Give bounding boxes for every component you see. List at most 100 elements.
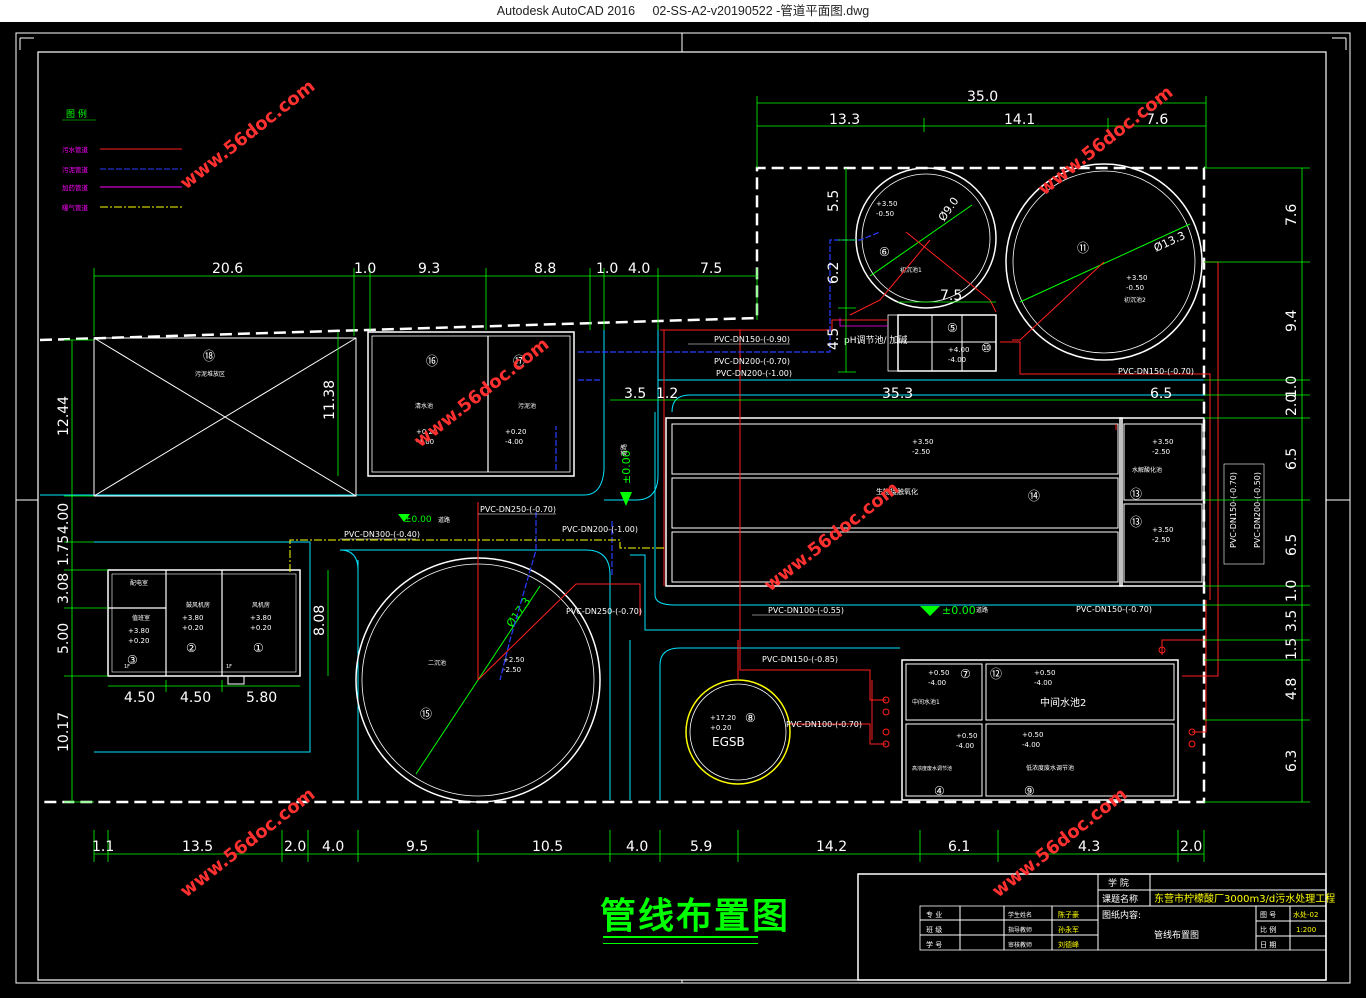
tb-scale-value: 1:200 <box>1296 926 1316 934</box>
tank-6-name: 初沉池1 <box>900 266 922 274</box>
dim-right-8: 1.5 <box>1284 638 1300 660</box>
tank-11-primary: ⑪ +3.50 -0.50 初沉池2 Ø13.3 <box>1005 163 1203 361</box>
cad-drawing[interactable]: 图 例 污水管道 污泥管道 加药管道 曝气管道 ⑱ 污泥堆放区 <box>0 22 1366 994</box>
dim-misc-45: 4.5 <box>826 328 842 350</box>
dim-misc-35: 3.5 <box>624 386 646 402</box>
tank-4-elev-top: +0.50 <box>956 732 977 740</box>
dim-misc-12: 1.2 <box>656 386 678 402</box>
tank-9-elev-top: +0.50 <box>1022 731 1043 739</box>
legend-label-1: 污泥管道 <box>62 165 89 174</box>
tank-14-bio-oxidation: +3.50 -2.50 生物接触氧化 ⑭ <box>665 417 1123 587</box>
tank-13a-elev-top: +3.50 <box>1152 438 1173 446</box>
tank-17-elev-bot: -4.00 <box>505 438 523 446</box>
tank-10-elev-top: +4.00 <box>948 346 969 354</box>
tank-15-diameter: Ø17.3 <box>504 595 534 630</box>
tank-7-elev-top: +0.50 <box>928 669 949 677</box>
road-label-c: 道路 <box>976 606 988 614</box>
outer-frame <box>15 32 1351 984</box>
tb-content-value: 管线布置图 <box>1154 929 1199 941</box>
dim-left-top-2: 9.3 <box>418 261 440 277</box>
dim-bottom-11: 2.0 <box>1180 839 1202 855</box>
tank-13-hydrolysis: +3.50 -2.50 水解酸化池 ⑬ ⑬ +3.50 -2.50 <box>1119 417 1205 587</box>
tb-drawing-no-value: 水处-02 <box>1293 910 1318 919</box>
room-d-name: 风机房 <box>252 601 270 609</box>
tb-student-id-label: 学 号 <box>926 940 942 949</box>
bldg-3-elev-bot: +0.20 <box>128 637 149 645</box>
structure-14-label: ⑭ <box>1028 489 1040 503</box>
title-block: 学 院 课题名称 东营市柠檬酸厂3000m3/d污水处理工程 图纸内容: 管线布… <box>857 873 1335 981</box>
watermark-1: www.56doc.com <box>176 76 319 194</box>
air-pipes <box>289 539 666 572</box>
structure-18-label: ⑱ <box>203 349 215 363</box>
dimension-lines <box>64 96 1310 862</box>
dim-left-2: 1.75 <box>56 535 72 566</box>
pipe-label-6: PVC-DN200-(-1.00) <box>562 525 638 534</box>
tanks-7-12-4-9: +0.50 -4.00 ⑦ 中间水池1 ⑫ +0.50 -4.00 中间水池2 … <box>882 646 1196 801</box>
tank-17-name: 污泥池 <box>518 402 536 410</box>
tank-16-elev-top: +0.20 <box>416 428 437 436</box>
tb-date-label: 日 期 <box>1260 941 1276 949</box>
tank-12-elev-bot: -4.00 <box>1034 679 1052 687</box>
structure-16-label: ⑯ <box>426 354 438 368</box>
room-b-name: 值班室 <box>132 614 150 622</box>
dim-misc-353: 35.3 <box>882 386 913 402</box>
pipe-labels: PVC-DN150-(-0.90) PVC-DN200-(-0.70) PVC-… <box>340 335 1265 729</box>
dim-left-top-1: 1.0 <box>354 261 376 277</box>
ph-tank-name: pH调节池/ 加碱 <box>844 334 907 346</box>
tank-15-elev-top: +2.50 <box>503 656 524 664</box>
tb-content-label: 图纸内容: <box>1102 909 1141 921</box>
structure-3-label: ③ <box>127 653 138 667</box>
window-title-bar: Autodesk AutoCAD 2016 02-SS-A2-v20190522… <box>0 0 1366 22</box>
structure-4-label: ④ <box>934 784 945 798</box>
tank-13a-elev-bot: -2.50 <box>1152 448 1170 456</box>
tank-6-diameter: Ø9.0 <box>936 195 962 224</box>
bldg-3-elev-top: +3.80 <box>128 627 149 635</box>
tank-10-elev-bot: -4.00 <box>948 356 966 364</box>
dim-right-1: 9.4 <box>1284 310 1300 332</box>
tank-14-elev-top: +3.50 <box>912 438 933 446</box>
ground-elev-2: ±0.00 <box>620 450 633 484</box>
road-label-a: 道路 <box>438 516 450 524</box>
pipe-label-4: PVC-DN150-(-0.70) <box>1118 367 1194 376</box>
dim-misc-55: 5.5 <box>826 190 842 212</box>
tank-17-elev-top: +0.20 <box>505 428 526 436</box>
tank-11-elev-bot: -0.50 <box>1126 284 1144 292</box>
dim-right-6: 1.0 <box>1284 580 1300 602</box>
dim-bottom-8: 14.2 <box>816 839 847 855</box>
tank-11-diameter: Ø13.3 <box>1152 229 1188 255</box>
dimension-texts: 35.0 13.3 14.1 7.6 20.6 1.0 9.3 8.8 1.0 … <box>56 89 1300 855</box>
tank-4-elev-bot: -4.00 <box>956 742 974 750</box>
structure-5-label: ⑤ <box>947 321 958 335</box>
tb-student-value: 陈子豪 <box>1058 910 1079 919</box>
roads <box>40 325 1204 800</box>
tank-7-name: 中间水池1 <box>912 698 940 706</box>
sewage-pipes <box>477 231 1219 745</box>
dim-bottom-3: 4.0 <box>322 839 344 855</box>
dim-misc-62: 6.2 <box>826 262 842 284</box>
ground-elevation-markers: ±0.00 道路 ±0.00 道路 ±0.00 道路 <box>398 444 988 617</box>
structure-11-label: ⑪ <box>1077 241 1089 255</box>
dim-left-0: 12.44 <box>56 396 72 436</box>
pipe-label-7: PVC-DN300-(-0.40) <box>344 530 420 539</box>
drawing-title: 管线布置图 <box>600 895 791 937</box>
ground-elev-1: ±0.00 <box>404 515 432 525</box>
tank-4-name: 高浓度废水调节池 <box>912 765 952 772</box>
bldg-1-elev-bot: +0.20 <box>250 624 271 632</box>
legend-title: 图 例 <box>66 108 87 120</box>
tank-12-name: 中间水池2 <box>1040 696 1086 709</box>
dim-right-0: 7.6 <box>1284 204 1300 226</box>
tank-13b-elev-bot: -2.50 <box>1152 536 1170 544</box>
tb-drawing-no-label: 图 号 <box>1260 911 1276 919</box>
tb-reviewer-label: 审核教师 <box>1008 941 1032 949</box>
dim-misc-1138: 11.38 <box>322 380 338 420</box>
tb-class-label: 班 级 <box>926 925 942 934</box>
tank-12-elev-top: +0.50 <box>1034 669 1055 677</box>
room-c-name: 鼓风机房 <box>186 601 210 609</box>
structure-8-label: ⑧ <box>745 711 756 725</box>
pipe-label-10: PVC-DN150-(-0.70) <box>1076 605 1152 614</box>
drawing-canvas[interactable]: 图 例 污水管道 污泥管道 加药管道 曝气管道 ⑱ 污泥堆放区 <box>0 22 1366 994</box>
tank-16-elev-bot: -4.00 <box>416 438 434 446</box>
tank-6-primary: +3.50 -0.50 ⑥ 初沉池1 Ø9.0 <box>855 167 997 309</box>
structure-10-label: ⑩ <box>981 341 992 355</box>
egsb-name: EGSB <box>712 735 745 749</box>
